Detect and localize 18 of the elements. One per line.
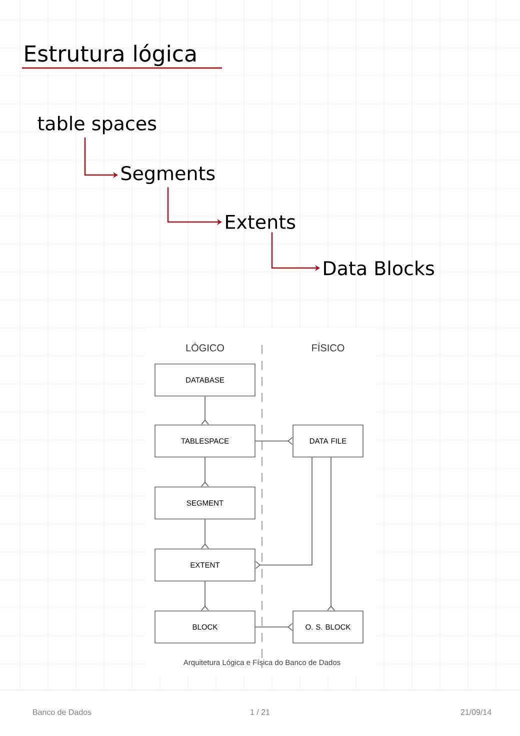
connector bbox=[255, 457, 312, 569]
footer-text: 21/09/14 bbox=[460, 709, 492, 715]
connector bbox=[201, 581, 209, 611]
footer-text: 1 / 21 bbox=[250, 709, 270, 715]
connector bbox=[201, 519, 209, 549]
heading-text: FÍSICO bbox=[312, 342, 344, 352]
handwritten-text: Segments bbox=[121, 166, 215, 184]
connector bbox=[255, 623, 293, 631]
heading-text: LÓGICO bbox=[186, 342, 224, 352]
connector bbox=[327, 457, 335, 611]
footer-text: Banco de Dados bbox=[33, 709, 92, 715]
handwritten-text: Data Blocks bbox=[324, 260, 434, 276]
connector bbox=[255, 437, 293, 445]
handwritten-text: Extents bbox=[226, 214, 296, 230]
connector bbox=[201, 396, 209, 425]
connector bbox=[201, 457, 209, 487]
handwritten-title: Estrutura lógica bbox=[25, 44, 196, 66]
handwritten-text: table spaces bbox=[38, 116, 156, 134]
